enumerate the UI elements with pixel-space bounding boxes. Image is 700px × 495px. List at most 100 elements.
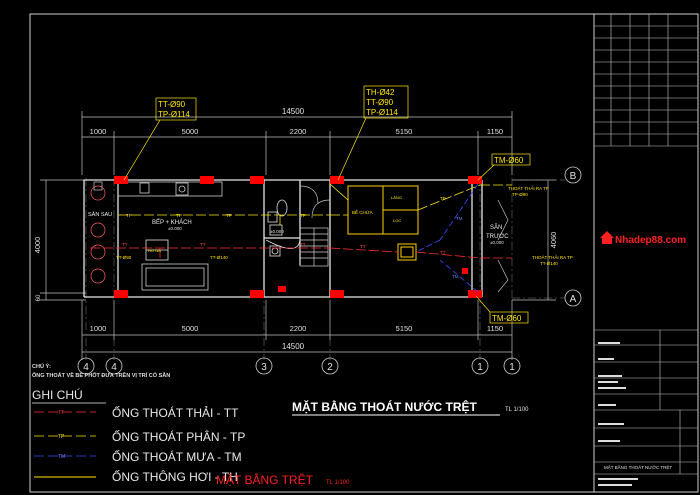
- svg-text:TP: TP: [226, 213, 232, 218]
- tag-2-line-2: TT-Ø90: [366, 98, 394, 107]
- svg-text:TT: TT: [360, 244, 366, 249]
- svg-text:TM: TM: [452, 274, 459, 279]
- svg-text:TT: TT: [122, 242, 128, 247]
- grid-label-4a: 4: [83, 362, 89, 373]
- legend-code-tt: TT: [58, 410, 64, 416]
- home-icon: [600, 231, 614, 244]
- sheet-frame: [29, 13, 699, 493]
- dim-left-small: 60: [36, 294, 42, 301]
- stamp-title: MẶT BẰNG TRỆT: [216, 472, 314, 487]
- dim-seg-top-2: 5000: [182, 127, 199, 136]
- pipe-note-tt-left: TT-Ø90: [116, 255, 132, 260]
- grid-label-1a: 1: [477, 362, 483, 373]
- svg-text:TM: TM: [456, 216, 463, 221]
- tag-4-text: TM-Ø60: [492, 314, 522, 323]
- stamp-scale: TL 1/100: [326, 480, 350, 486]
- dim-seg-bottom-3: 2200: [290, 324, 307, 333]
- tag-1-leader: [123, 119, 161, 181]
- columns: [114, 176, 482, 298]
- tag-4-box: [489, 311, 529, 324]
- logo-text: Nhadep88.com: [615, 235, 686, 246]
- note-text: ỐNG THOÁT VỀ BỂ PHỐT ĐƯA TRÊN VỊ TRÍ CÓ …: [32, 371, 170, 379]
- tag-1-box: [155, 97, 197, 121]
- tag-2-leader: [337, 117, 367, 181]
- pipe-tp: [118, 184, 512, 226]
- dim-seg-top-3: 2200: [290, 127, 307, 136]
- pipe-code-labels-tt: TT TT TT TT TT: [122, 242, 446, 255]
- tag-2-line-3: TP-Ø114: [366, 108, 398, 117]
- axis-lines: [85, 178, 565, 360]
- pipe-th: [329, 183, 349, 201]
- legend-code-tm: TM: [58, 454, 65, 460]
- level-mark-2: ±0.000: [270, 229, 284, 234]
- drawing-title: MẶT BẰNG THOÁT NƯỚC TRỆT: [292, 399, 478, 414]
- dimension-lines-top: [81, 111, 513, 175]
- grid-label-b: B: [570, 171, 577, 182]
- room-box: HỐ GA: [148, 248, 161, 253]
- svg-text:TT: TT: [440, 250, 446, 255]
- svg-text:TP: TP: [440, 196, 446, 201]
- dim-seg-bottom-1: 1000: [90, 324, 107, 333]
- tag-3-text: TM-Ø60: [494, 156, 524, 165]
- inspection-box-1: [397, 243, 417, 261]
- level-mark-1: ±0.000: [168, 226, 182, 231]
- drawing-scale: TL 1/100: [505, 407, 529, 413]
- room-tank-2: LỌC: [393, 218, 401, 223]
- dim-seg-bottom-2: 5000: [182, 324, 199, 333]
- svg-text:TT: TT: [300, 242, 306, 247]
- tag-3-box: [491, 153, 531, 166]
- room-frontyard-1: SÂN: [490, 224, 502, 231]
- grid-label-2: 2: [327, 362, 333, 373]
- legend-label-th: ỐNG THÔNG HƠI - TH: [112, 469, 238, 484]
- kitchen-counter: [117, 181, 223, 197]
- doors: [299, 185, 509, 293]
- dim-seg-top-5: 1150: [487, 127, 503, 136]
- tag-3-leader: [477, 164, 495, 181]
- dim-seg-bottom-4: 5150: [396, 324, 413, 333]
- legend-title: GHI CHÚ: [32, 387, 83, 402]
- svg-text:TT: TT: [200, 242, 206, 247]
- grid-bubble-a: [564, 289, 582, 307]
- building-walls: [83, 179, 483, 298]
- dim-seg-bottom-5: 1150: [487, 324, 503, 333]
- grid-label-4b: 4: [111, 362, 117, 373]
- note-title: CHÚ Ý:: [32, 363, 51, 370]
- dim-total-bottom: 14500: [282, 342, 305, 351]
- grid-label-a: A: [570, 294, 577, 305]
- dining-table: [141, 263, 209, 291]
- backyard-plants: [90, 181, 106, 284]
- dim-left-height: 4000: [33, 237, 42, 254]
- grid-label-3: 3: [261, 362, 267, 373]
- svg-text:TP: TP: [126, 213, 132, 218]
- room-frontyard-2: TRƯỚC: [486, 233, 509, 240]
- svg-text:TP: TP: [300, 213, 306, 218]
- staircase: [299, 227, 329, 267]
- pipe-tm: [415, 183, 479, 293]
- legend-label-tp: ỐNG THOÁT PHÂN - TP: [112, 429, 245, 444]
- dim-right-height: 4060: [549, 232, 558, 249]
- room-kitchen: BẾP + KHÁCH: [152, 219, 192, 226]
- room-backyard: SÂN SAU: [88, 211, 112, 218]
- pipe-note-tt-mid: TT-Ø140: [210, 255, 228, 260]
- dim-total-top: 14500: [282, 107, 305, 116]
- dim-seg-top-4: 5150: [396, 127, 413, 136]
- title-block: [594, 14, 698, 475]
- sink: [269, 245, 281, 257]
- pipe-code-labels-tm: TM TM: [452, 216, 463, 279]
- tag-1-line-1: TT-Ø90: [158, 100, 186, 109]
- toilet-fixtures: [265, 199, 301, 249]
- tag-2-box: [363, 85, 409, 119]
- grid-bubbles-bottom: [77, 357, 521, 375]
- hand-basin: [145, 239, 169, 261]
- dim-seg-top-1: 1000: [90, 127, 107, 136]
- legend-label-tm: ỐNG THOÁT MƯA - TM: [112, 449, 242, 464]
- room-tank-1: LẮNG: [391, 195, 402, 200]
- pipe-note-out2-b: TT-Ø140: [540, 261, 558, 266]
- tag-1-line-2: TP-Ø114: [158, 110, 190, 119]
- room-septic: BỂ CHỨA: [352, 209, 373, 215]
- svg-text:TP: TP: [176, 213, 182, 218]
- legend-code-tp: TP: [58, 434, 65, 440]
- pipe-note-out2-a: THOÁT THẢI RA TP: [532, 254, 573, 260]
- grid-bubble-b: [564, 166, 582, 184]
